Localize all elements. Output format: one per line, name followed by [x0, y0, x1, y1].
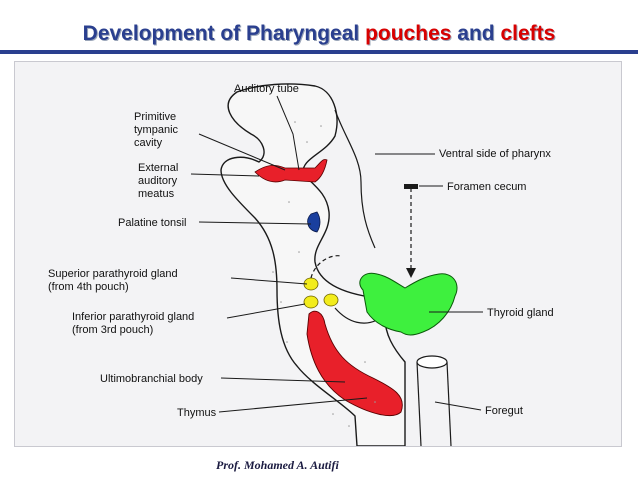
author-footer: Prof. Mohamed A. Autifi [216, 458, 339, 472]
leader-foregut [434, 401, 482, 411]
label-inferior-parathyroid-2: (from 3rd pouch) [72, 324, 153, 336]
leader-palatine-tonsil [198, 221, 312, 225]
label-external-line3: meatus [138, 188, 175, 200]
label-foramen-cecum: Foramen cecum [447, 181, 526, 193]
title-part-2: pouches [365, 22, 452, 45]
inferior-parathyroid [303, 295, 319, 309]
title-part-1: Development of Pharyngeal [82, 22, 360, 45]
label-thymus: Thymus [177, 407, 217, 419]
thymus-shape [306, 310, 403, 416]
parathyroid-migration-arrow [310, 255, 342, 279]
parathyroid-path-curve [334, 307, 378, 324]
label-palatine-tonsil: Palatine tonsil [118, 217, 187, 229]
ventral-pharynx-wall [334, 109, 376, 249]
label-superior-parathyroid-1: Superior parathyroid gland [48, 268, 178, 280]
foregut-left-wall [416, 361, 422, 446]
label-external-line2: auditory [138, 175, 178, 187]
leader-primitive-tympanic [198, 133, 286, 171]
leader-auditory-tube [276, 95, 300, 171]
leader-external-auditory [190, 173, 260, 177]
stipple-texture [272, 121, 376, 427]
label-external-line1: External [138, 162, 178, 174]
thyroid-gland-shape [359, 272, 458, 336]
label-auditory-tube: Auditory tube [234, 83, 299, 95]
label-ultimobranchial: Ultimobranchial body [100, 373, 203, 385]
pharyngeal-diagram: Auditory tube Primitive tympanic cavity … [48, 83, 554, 446]
label-primitive-line3: cavity [134, 137, 163, 149]
slide-title: Development of Pharyngeal pouches and cl… [0, 22, 638, 46]
leader-ultimobranchial [220, 377, 346, 383]
label-thyroid-gland: Thyroid gland [487, 307, 554, 319]
leader-superior-parathyroid [230, 277, 308, 285]
descent-arrowhead [406, 268, 416, 278]
title-part-4: clefts [500, 22, 556, 45]
title-underline [0, 50, 638, 54]
diagram-figure: Auditory tube Primitive tympanic cavity … [14, 61, 622, 447]
inferior-parathyroid-2 [323, 293, 339, 307]
title-part-3: and [457, 22, 495, 45]
label-foregut: Foregut [485, 405, 523, 417]
label-ventral-side: Ventral side of pharynx [439, 148, 551, 160]
palatine-tonsil-shape [307, 211, 321, 233]
leader-inferior-parathyroid [226, 303, 306, 319]
label-primitive-line2: tympanic [134, 124, 179, 136]
foregut-opening [416, 355, 448, 369]
label-inferior-parathyroid-1: Inferior parathyroid gland [72, 311, 194, 323]
foramen-cecum-mark [404, 184, 418, 189]
leader-thymus [218, 397, 368, 413]
external-meatus-cleft [254, 159, 328, 183]
label-primitive-line1: Primitive [134, 111, 176, 123]
label-superior-parathyroid-2: (from 4th pouch) [48, 281, 129, 293]
